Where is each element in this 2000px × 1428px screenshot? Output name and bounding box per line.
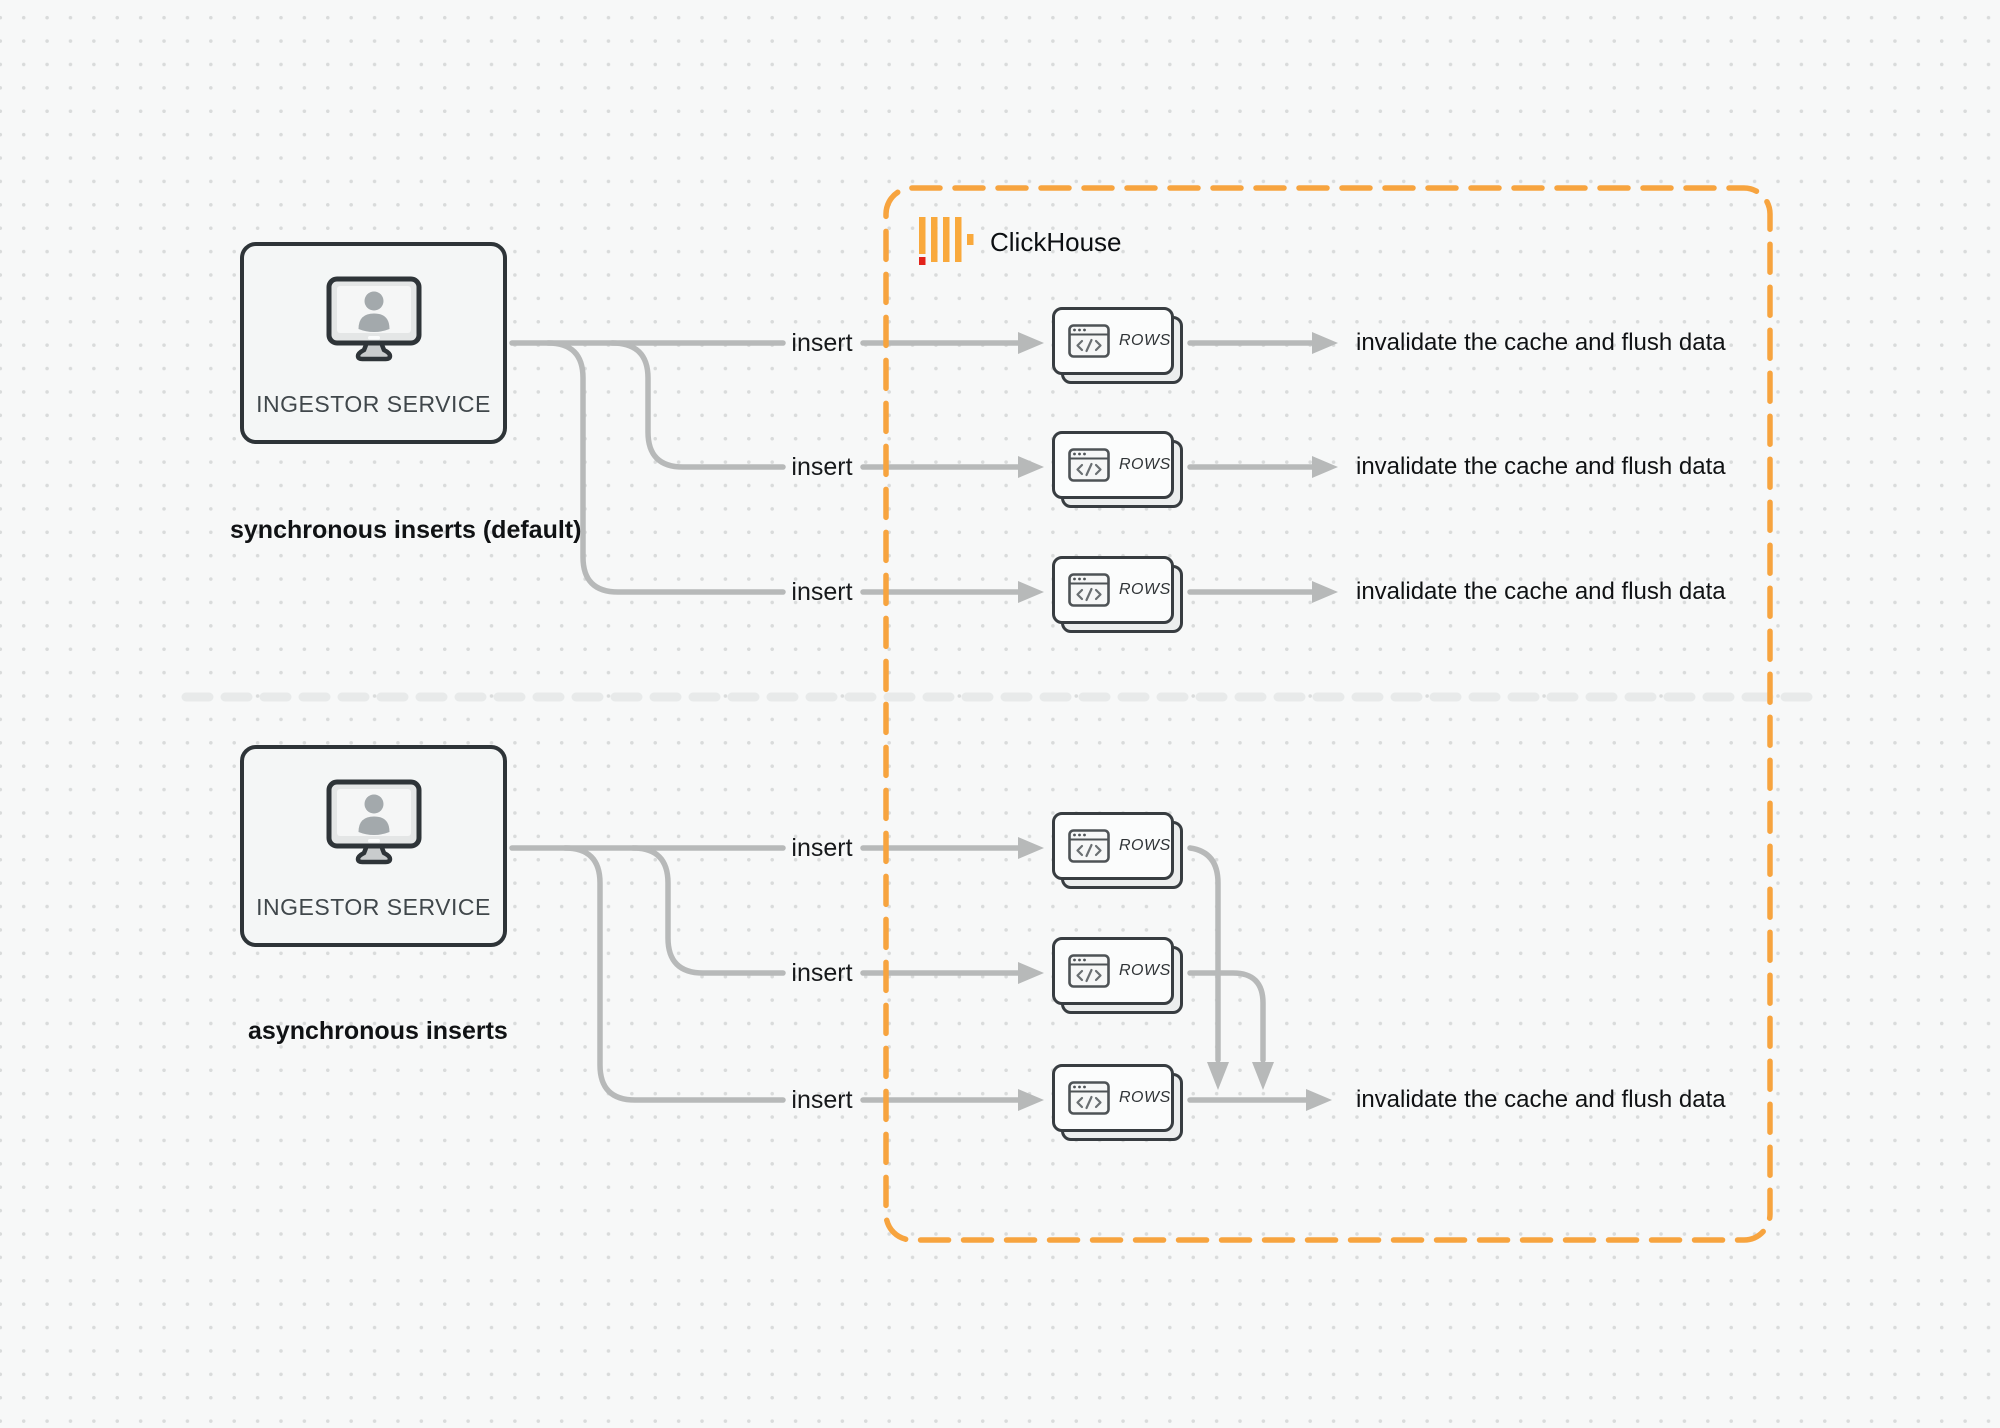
- code-window-icon: [1068, 448, 1110, 482]
- rows-label: ROWS: [1119, 837, 1171, 854]
- code-window-icon: [1068, 573, 1110, 607]
- insert-label: insert: [791, 329, 853, 357]
- rows-label: ROWS: [1119, 581, 1171, 598]
- insert-label: insert: [791, 1086, 853, 1114]
- ingestor-service-box-async: INGESTOR SERVICE: [240, 745, 507, 947]
- clickhouse-boundary-box: [883, 185, 1773, 1243]
- rows-label: ROWS: [1119, 456, 1171, 473]
- insert-label: insert: [791, 959, 853, 987]
- insert-label: insert: [791, 453, 853, 481]
- async-line-row2: [630, 845, 786, 976]
- rows-card: ROWS: [1052, 307, 1186, 387]
- monitor-user-icon: [326, 276, 421, 362]
- ingestor-service-box-sync: INGESTOR SERVICE: [240, 242, 507, 444]
- sync-line-row3: [545, 340, 786, 595]
- code-window-icon: [1068, 954, 1110, 988]
- rows-card: ROWS: [1052, 1064, 1186, 1144]
- rows-card: ROWS: [1052, 937, 1186, 1017]
- arrowheads: [1018, 332, 1338, 1111]
- invalidate-label: invalidate the cache and flush data: [1356, 329, 1726, 356]
- rows-card: ROWS: [1052, 556, 1186, 636]
- sync-line-row2: [609, 340, 786, 470]
- code-window-icon: [1068, 829, 1110, 863]
- connector-lines: [509, 340, 1315, 1103]
- async-merge-line-1: [1187, 845, 1221, 1063]
- ingestor-service-label: INGESTOR SERVICE: [256, 894, 491, 920]
- ingestor-service-label: INGESTOR SERVICE: [256, 391, 491, 417]
- clickhouse-logo-icon: [919, 217, 974, 265]
- invalidate-label: invalidate the cache and flush data: [1356, 1086, 1726, 1113]
- invalidate-label: invalidate the cache and flush data: [1356, 578, 1726, 605]
- code-window-icon: [1068, 324, 1110, 358]
- sync-caption: synchronous inserts (default): [230, 516, 582, 544]
- rows-label: ROWS: [1119, 1089, 1171, 1106]
- async-caption: asynchronous inserts: [248, 1017, 508, 1045]
- clickhouse-label: ClickHouse: [990, 227, 1122, 257]
- async-merge-line-2: [1187, 970, 1266, 1063]
- insert-label: insert: [791, 834, 853, 862]
- insert-label: insert: [791, 578, 853, 606]
- invalidate-label: invalidate the cache and flush data: [1356, 453, 1726, 480]
- code-window-icon: [1068, 1081, 1110, 1115]
- rows-card: ROWS: [1052, 431, 1186, 511]
- rows-card: ROWS: [1052, 812, 1186, 892]
- async-line-row3: [562, 845, 786, 1103]
- rows-label: ROWS: [1119, 332, 1171, 349]
- monitor-user-icon: [326, 779, 421, 865]
- rows-label: ROWS: [1119, 962, 1171, 979]
